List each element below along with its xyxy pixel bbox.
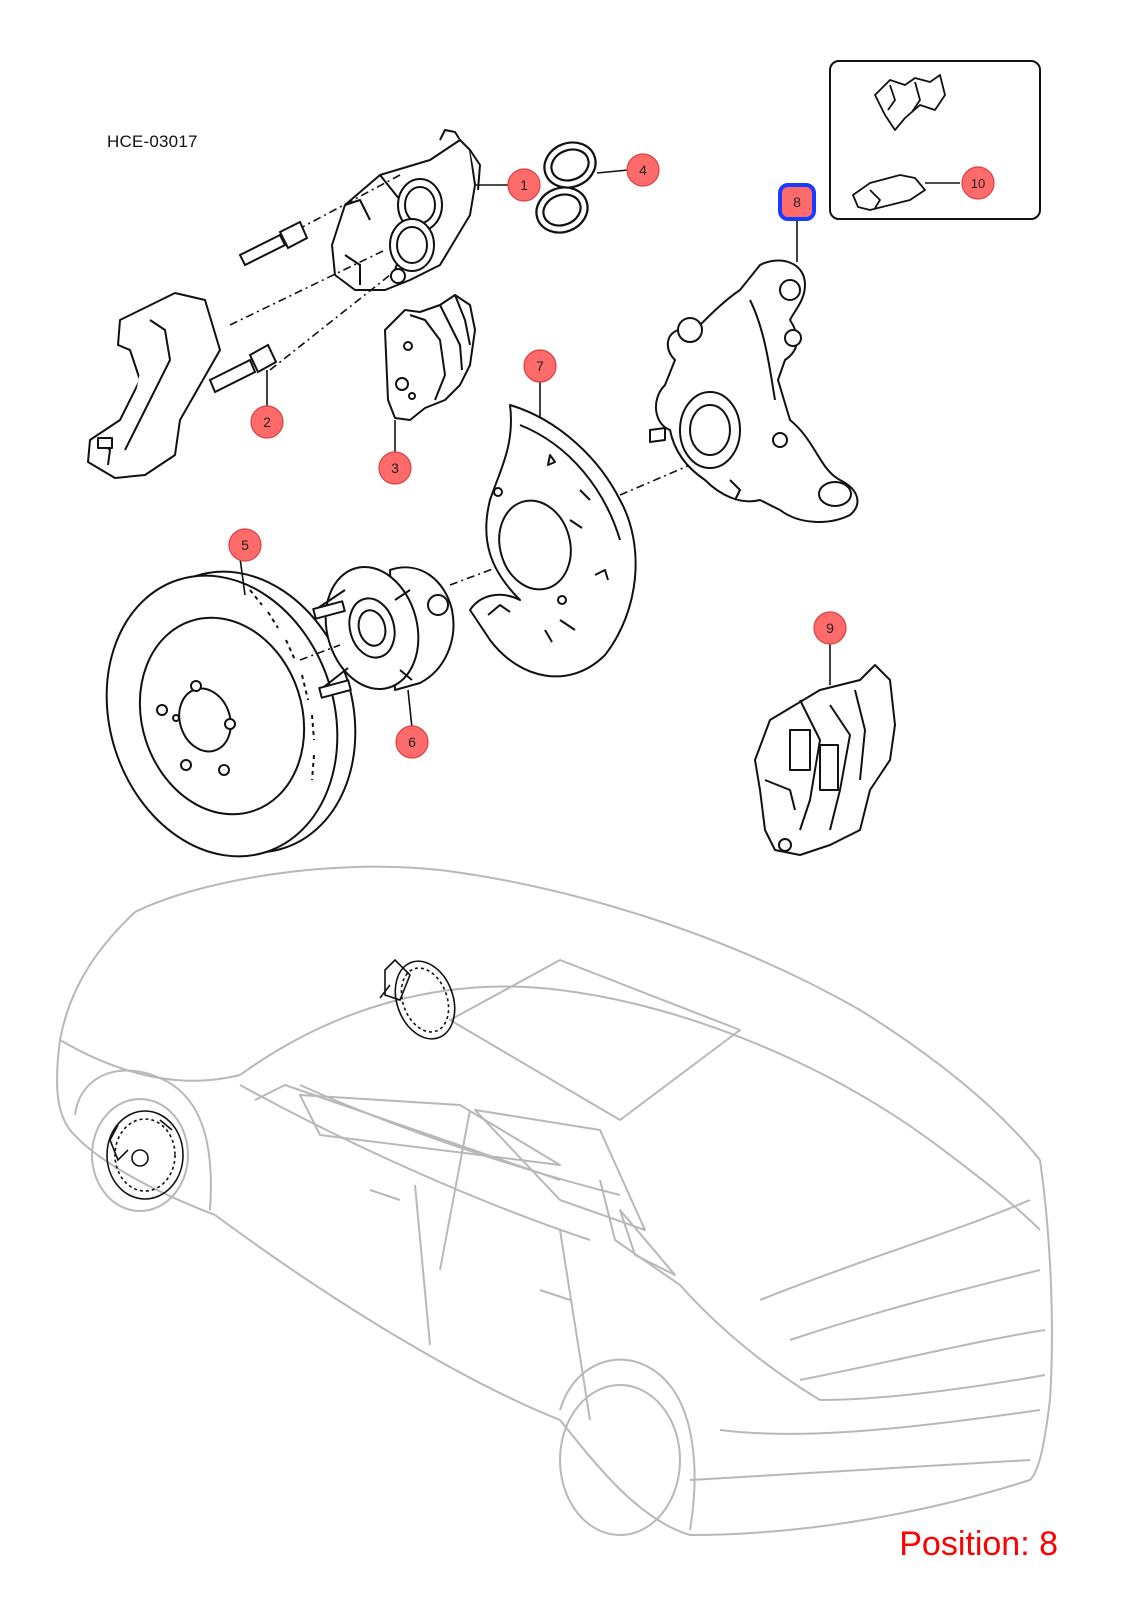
- callout-number: 2: [263, 414, 271, 430]
- callout-9[interactable]: 9: [813, 611, 847, 645]
- caliper-assembly-part-9[interactable]: [754, 664, 896, 856]
- hub-axis-line: [299, 464, 691, 661]
- callout-1[interactable]: 1: [507, 168, 541, 202]
- callout-10[interactable]: 10: [961, 166, 995, 200]
- callout-number: 4: [639, 162, 647, 178]
- callout-2[interactable]: 2: [250, 405, 284, 439]
- wheel-hub-part-6[interactable]: [312, 556, 455, 699]
- guide-pin-part-2[interactable]: [208, 343, 278, 394]
- callout-number: 10: [971, 176, 985, 191]
- callout-circle: [523, 349, 557, 383]
- callout-3[interactable]: 3: [378, 451, 412, 485]
- callout-number: 9: [826, 620, 834, 636]
- upper-guide-pin: [238, 220, 309, 267]
- callout-circle: [626, 153, 660, 187]
- callout-number: 6: [408, 734, 416, 750]
- callout-circle: [507, 168, 541, 202]
- callout-circle: [250, 405, 284, 439]
- diagram-reference-code: HCE-03017: [107, 132, 198, 151]
- clip-inset-box: [829, 60, 1041, 220]
- piston-seals-part-4[interactable]: [530, 135, 602, 239]
- callout-circle: [813, 611, 847, 645]
- callout-number: 7: [536, 358, 544, 374]
- callout-circle: [378, 451, 412, 485]
- callout-leader-lines: [239, 169, 960, 729]
- vehicle-locator-outline: [56, 865, 1053, 1536]
- position-indicator: Position: 8: [899, 1525, 1058, 1563]
- vehicle-front-brake-icon: [106, 1110, 184, 1200]
- callout-7[interactable]: 7: [523, 349, 557, 383]
- caliper-bracket: [87, 292, 221, 479]
- callout-4[interactable]: 4: [626, 153, 660, 187]
- vehicle-rear-brake-icon: [379, 958, 456, 1040]
- selected-callout-highlight: [778, 183, 816, 221]
- brake-disc-part-5[interactable]: [71, 541, 390, 886]
- callout-markers: 1 2 3 4 5 6 7 8 9 10: [228, 153, 995, 759]
- callout-circle: [961, 166, 995, 200]
- callout-number: 3: [391, 460, 399, 476]
- callout-circle: [228, 528, 262, 562]
- callout-6[interactable]: 6: [395, 725, 429, 759]
- dust-shield-part-7[interactable]: [469, 404, 637, 678]
- callout-8[interactable]: 8: [778, 183, 816, 221]
- steering-knuckle-part-8[interactable]: [649, 259, 859, 523]
- callout-number: 8: [793, 194, 801, 210]
- callout-number: 1: [520, 177, 528, 193]
- caliper-bolt-line: [229, 174, 401, 371]
- callout-5[interactable]: 5: [228, 528, 262, 562]
- callout-number: 5: [241, 537, 249, 553]
- brake-caliper-part-1[interactable]: [331, 129, 481, 291]
- callout-circle: [395, 725, 429, 759]
- brake-pads-part-3[interactable]: [384, 294, 476, 421]
